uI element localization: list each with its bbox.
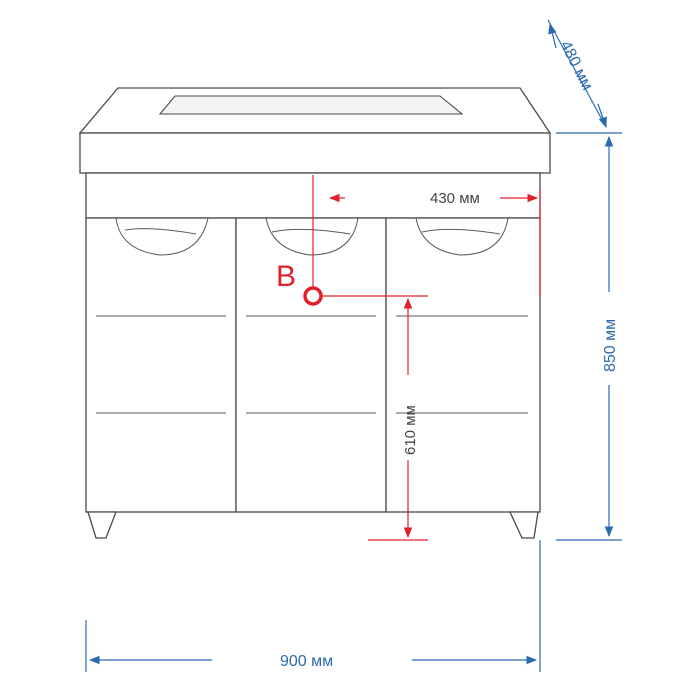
pipe-annotation: B 430 мм 610 мм (276, 175, 541, 541)
overall-dimensions: 900 мм 850 мм 480 мм (85, 19, 622, 672)
cabinet-door-right (385, 217, 541, 513)
cabinet-leg-right (508, 511, 539, 539)
door-handle-left (115, 217, 209, 256)
pipe-marker-label: B (276, 260, 296, 293)
countertop-front-face (79, 132, 551, 174)
cabinet-door-middle (235, 217, 387, 513)
cabinet-body (85, 172, 541, 539)
depth-arrow-top (548, 22, 557, 49)
cabinet-door-left (85, 217, 237, 513)
door-handle-right-inner (421, 228, 501, 235)
height-label: 850 мм (602, 319, 619, 372)
depth-arrow-bottom (597, 103, 607, 129)
pipe-outlet-marker (303, 286, 323, 306)
door-handle-middle-inner (271, 228, 351, 235)
pipe-offset-label: 430 мм (430, 190, 480, 207)
depth-label: 480 мм (556, 38, 595, 93)
door-handle-right (415, 217, 509, 256)
width-label: 900 мм (280, 653, 333, 670)
basin-bowl (158, 95, 464, 115)
countertop-sink (78, 87, 552, 174)
door-handle-middle (265, 217, 359, 256)
pipe-height-label: 610 мм (402, 405, 419, 455)
door-handle-left-inner (124, 228, 197, 235)
cabinet-leg-left (87, 511, 117, 539)
depth-dimension-line (547, 19, 607, 128)
